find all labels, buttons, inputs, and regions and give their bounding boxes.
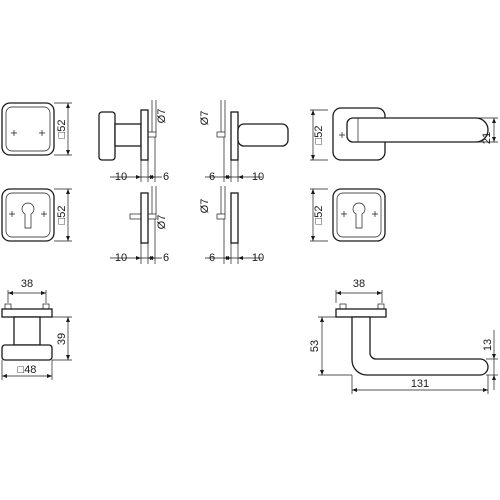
key-right-diam: Ø7 — [199, 199, 211, 214]
knob-base-label: □48 — [18, 364, 37, 376]
lever-grip-height-label: 13 — [482, 339, 494, 351]
knob-diam-label: Ø7 — [156, 109, 168, 124]
key-left-dim-a: 10 — [115, 252, 127, 264]
lever-front-view: □52 21 — [310, 107, 498, 161]
knob-side-height-label: 39 — [56, 333, 68, 345]
lever-side-width-label: 38 — [353, 278, 365, 290]
lever-assembly-side: 38 53 13 131 — [309, 278, 498, 394]
lever-side-height-label: 53 — [309, 340, 321, 352]
lever-rose-label: □52 — [313, 126, 325, 145]
key-right-dim-b: 10 — [252, 252, 264, 264]
key-rose-right: □52 — [310, 188, 386, 242]
key-right-dim-a: 6 — [209, 252, 215, 264]
key-rose-left: □52 — [1, 188, 72, 242]
handle-diam-label: Ø7 — [199, 111, 211, 126]
rose-size-label: □52 — [56, 120, 68, 139]
key-left-dim-b: 6 — [163, 252, 169, 264]
knob-assembly-side: 38 39 □48 — [1, 278, 72, 380]
knob-dim-left: 10 — [115, 171, 127, 183]
handle-side-view: Ø7 6 10 — [199, 100, 289, 183]
lever-length-label: 131 — [411, 378, 429, 390]
key-side-left: Ø7 10 6 — [110, 186, 169, 264]
knob-dim-right: 6 — [163, 171, 169, 183]
key-right-rose-label: □52 — [313, 206, 325, 225]
key-left-diam: Ø7 — [156, 215, 168, 230]
square-rose-front: □52 — [1, 102, 72, 156]
key-side-right: Ø7 6 10 — [199, 186, 264, 264]
handle-dim-left: 6 — [209, 171, 215, 183]
knob-side-view: Ø7 10 6 — [98, 100, 169, 183]
knob-side-width-label: 38 — [21, 278, 33, 290]
key-rose-size-label: □52 — [56, 206, 68, 225]
handle-dim-right: 10 — [252, 171, 264, 183]
lever-height-label: 21 — [481, 132, 493, 144]
